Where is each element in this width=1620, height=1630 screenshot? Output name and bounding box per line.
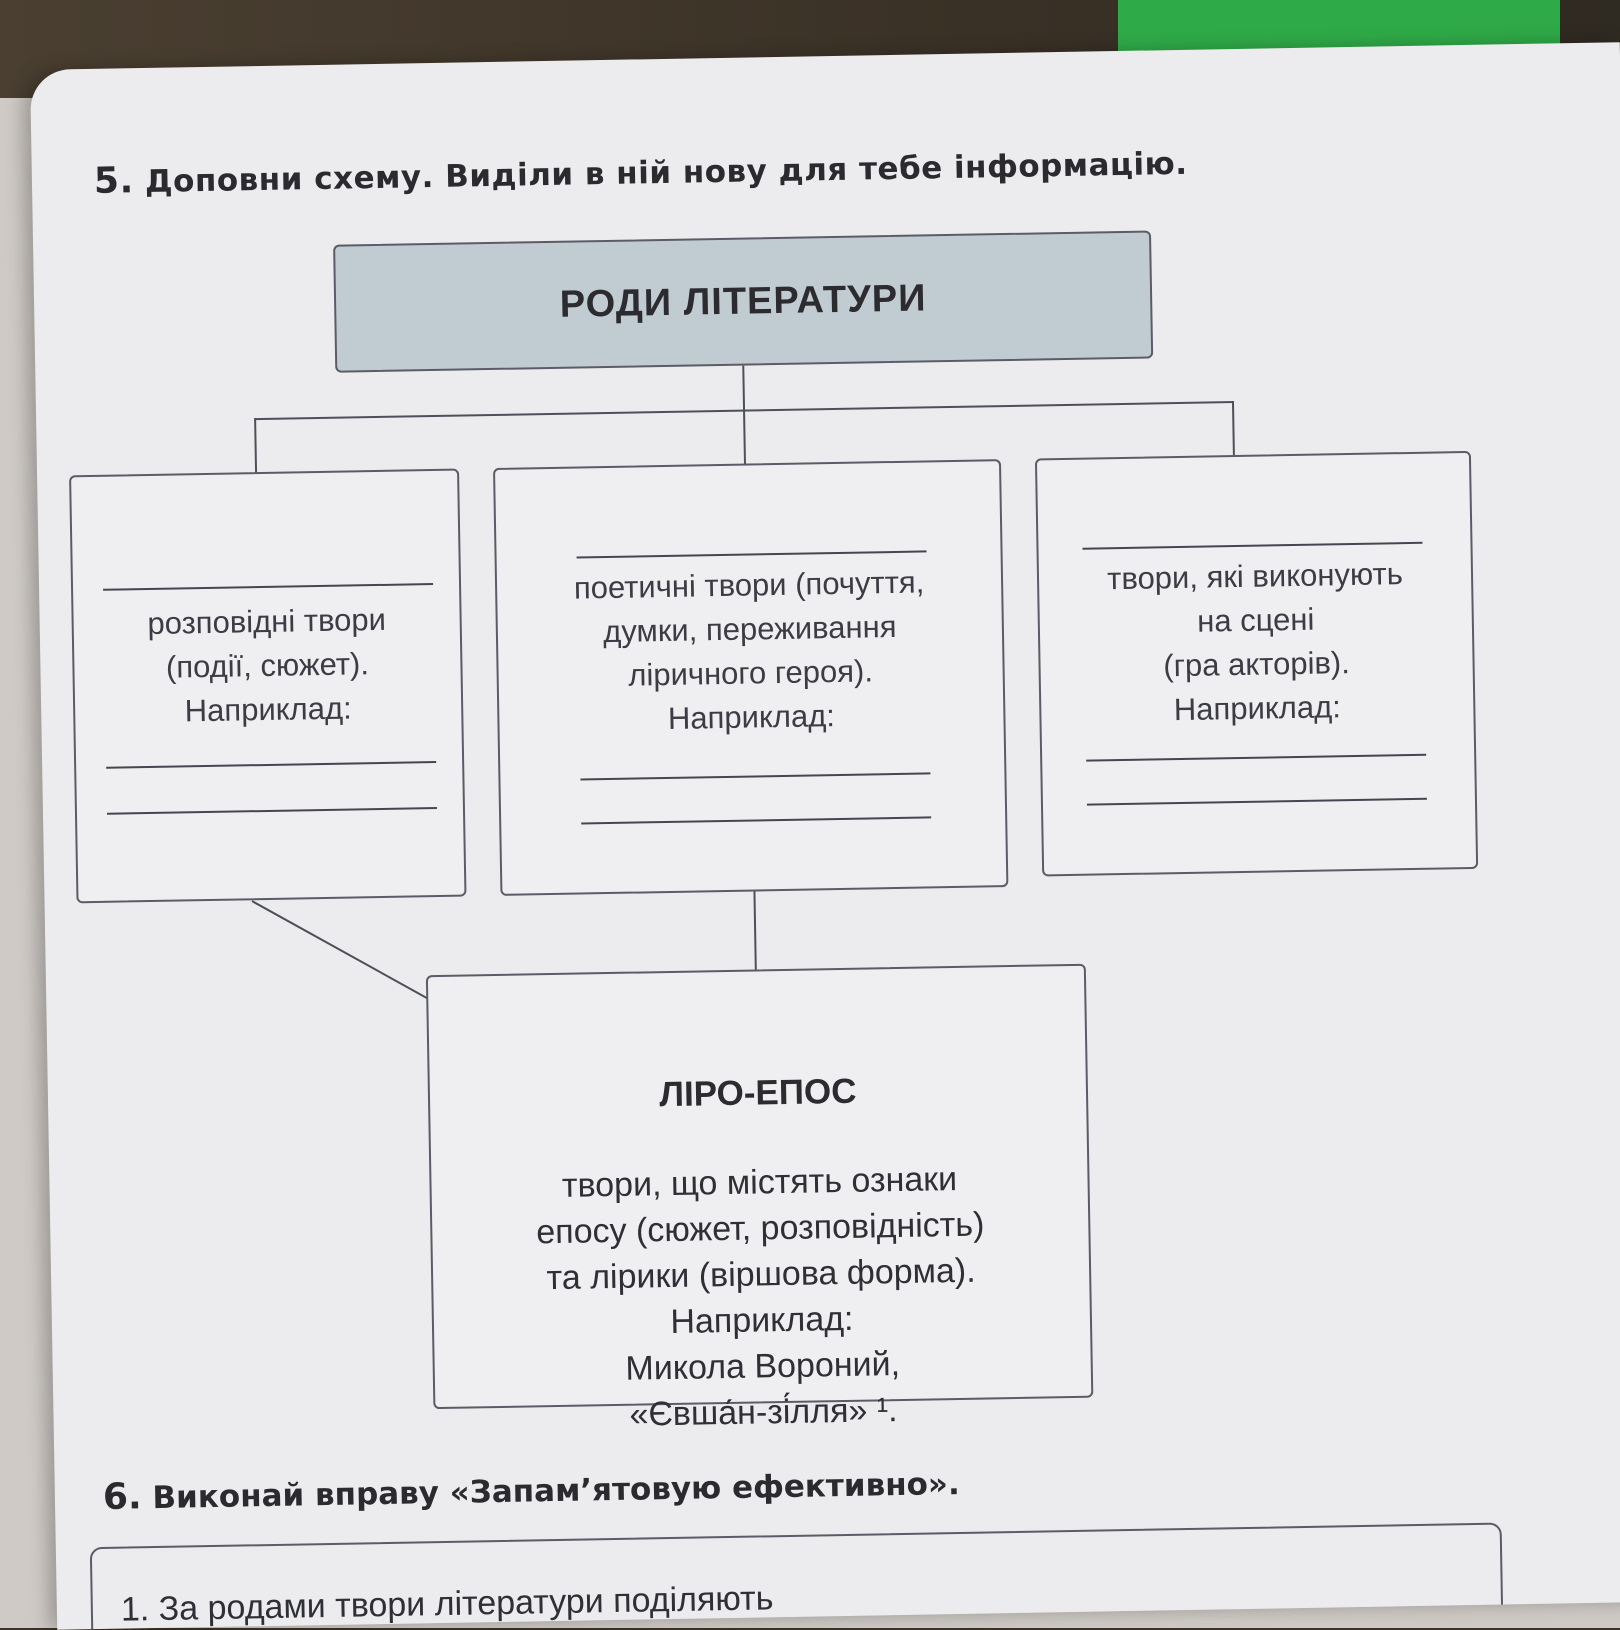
root-box: РОДИ ЛІТЕРАТУРИ bbox=[333, 230, 1154, 373]
workbook-page: 5. Доповни схему. Виділи в ній нову для … bbox=[30, 42, 1620, 1630]
answer-line-lyric-example-2[interactable] bbox=[581, 816, 932, 825]
lyric-description: поетичні твори (почуття, думки, пережива… bbox=[573, 564, 925, 736]
drama-box: твори, які виконують на сцені (гра актор… bbox=[1034, 450, 1479, 877]
answer-line-epic-name[interactable] bbox=[103, 583, 434, 591]
answer-line-lyric-example-1[interactable] bbox=[580, 772, 931, 781]
answer-line-drama-example-1[interactable] bbox=[1086, 753, 1427, 762]
connector-right-down bbox=[1231, 401, 1235, 458]
task-6-number: 6. bbox=[102, 1476, 143, 1518]
task-5-heading: 5. Доповни схему. Виділи в ній нову для … bbox=[94, 142, 1188, 202]
epic-description: розповідні твори (події, сюжет). Наприкл… bbox=[147, 601, 387, 729]
task-6-heading: 6. Виконай вправу «Запам’ятовую ефективн… bbox=[103, 1462, 960, 1518]
answer-line-epic-example-2[interactable] bbox=[106, 807, 437, 815]
answer-line-epic-example-1[interactable] bbox=[106, 761, 437, 769]
answer-line-drama-example-2[interactable] bbox=[1086, 797, 1427, 806]
task-5-instruction: Доповни схему. Виділи в ній нову для теб… bbox=[144, 145, 1188, 201]
lyro-epic-title: ЛІРО-ЕПОС bbox=[659, 1071, 857, 1115]
lyric-box: поетичні твори (почуття, думки, пережива… bbox=[493, 459, 1009, 896]
epic-box: розповідні твори (події, сюжет). Наприкл… bbox=[69, 468, 467, 904]
lyro-epic-box: ЛІРО-ЕПОС твори, що містять ознаки епосу… bbox=[425, 963, 1094, 1434]
answer-line-lyric-name[interactable] bbox=[576, 550, 927, 559]
connector-left-down bbox=[254, 418, 258, 475]
task-6-instruction: Виконай вправу «Запам’ятовую ефективно». bbox=[152, 1465, 960, 1517]
lyro-epic-content: ЛІРО-ЕПОС твори, що містять ознаки епосу… bbox=[429, 1022, 1093, 1485]
connector-middle-down bbox=[753, 891, 757, 972]
connector-diagonal bbox=[251, 900, 456, 1015]
connector-root-down bbox=[742, 365, 747, 466]
lyro-epic-description: твори, що містять ознаки епосу (сюжет, р… bbox=[535, 1159, 985, 1434]
task-5-number: 5. bbox=[93, 160, 135, 202]
root-title: РОДИ ЛІТЕРАТУРИ bbox=[559, 276, 927, 326]
answer-line-drama-name[interactable] bbox=[1082, 541, 1423, 550]
drama-description: твори, які виконують на сцені (гра актор… bbox=[1106, 556, 1404, 728]
